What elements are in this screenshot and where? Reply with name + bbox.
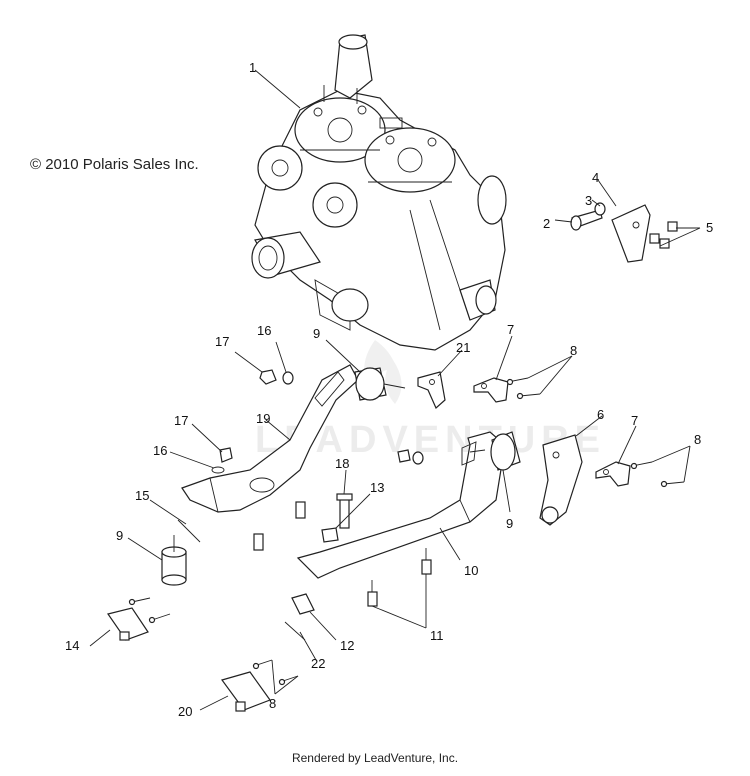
screws-8a [506,377,541,400]
callout-10: 10 [464,563,478,578]
bolt-2 [570,209,603,231]
callout-2: 2 [543,216,550,231]
callout-16b: 16 [153,443,167,458]
screw-8d [128,597,171,624]
plate-20 [221,671,271,712]
bolts-plate-19 [253,501,306,551]
mount-plate-19 [181,364,359,513]
washer-16b [211,466,225,474]
callout-1: 1 [249,60,256,75]
callout-9b: 9 [506,516,513,531]
callout-18: 18 [335,456,349,471]
washer-16a [282,371,294,385]
nut-mount-10a [397,449,411,463]
callout-8c: 8 [269,696,276,711]
callout-3: 3 [585,193,592,208]
screws-8c [252,659,299,686]
washer-3 [594,202,606,216]
rubber-mount-9a [354,367,406,401]
callout-11: 11 [430,628,444,643]
nut-17a [259,369,277,385]
copyright-text: © 2010 Polaris Sales Inc. [30,156,199,173]
callout-9a: 9 [313,326,320,341]
callout-6: 6 [597,407,604,422]
callout-9c: 9 [116,528,123,543]
callout-8b: 8 [694,432,701,447]
callout-5: 5 [706,220,713,235]
screws-8b [630,461,685,488]
callout-7b: 7 [631,413,638,428]
bracket-7a [473,377,509,403]
callout-19: 19 [256,411,270,426]
footer-credit: Rendered by LeadVenture, Inc. [291,751,459,765]
callout-13: 13 [370,480,384,495]
callout-22: 22 [311,656,325,671]
spacer-15 [177,519,201,543]
leader-lines [89,69,701,711]
callout-21: 21 [456,340,470,355]
callout-15: 15 [135,488,149,503]
callout-17a: 17 [215,334,229,349]
callout-8a: 8 [570,343,577,358]
engine-assembly [251,34,507,351]
nut-12 [291,593,315,615]
shim-22 [284,621,306,641]
callout-7a: 7 [507,322,514,337]
rubber-mount-9b [469,431,521,471]
callout-4: 4 [592,170,599,185]
bracket-7b [595,461,631,487]
callout-17b: 17 [174,413,188,428]
nut-17b [219,447,233,463]
callout-16a: 16 [257,323,271,338]
callouts: 1 2 3 4 5 6 7 7 8 8 8 8 9 9 9 10 11 12 1… [65,60,713,719]
washer-mount-10a [412,451,424,465]
plate-14 [107,607,149,641]
mount-plate-10 [296,431,506,579]
bolt-18 [336,493,353,529]
callout-12: 12 [340,638,354,653]
bracket-4 [611,204,651,263]
bracket-6 [539,434,583,526]
callout-14: 14 [65,638,79,653]
rubber-mount-9c [161,535,187,586]
bolts-11 [367,548,432,607]
bracket-21 [417,371,446,409]
washer-13 [321,527,339,543]
callout-20: 20 [178,704,192,719]
